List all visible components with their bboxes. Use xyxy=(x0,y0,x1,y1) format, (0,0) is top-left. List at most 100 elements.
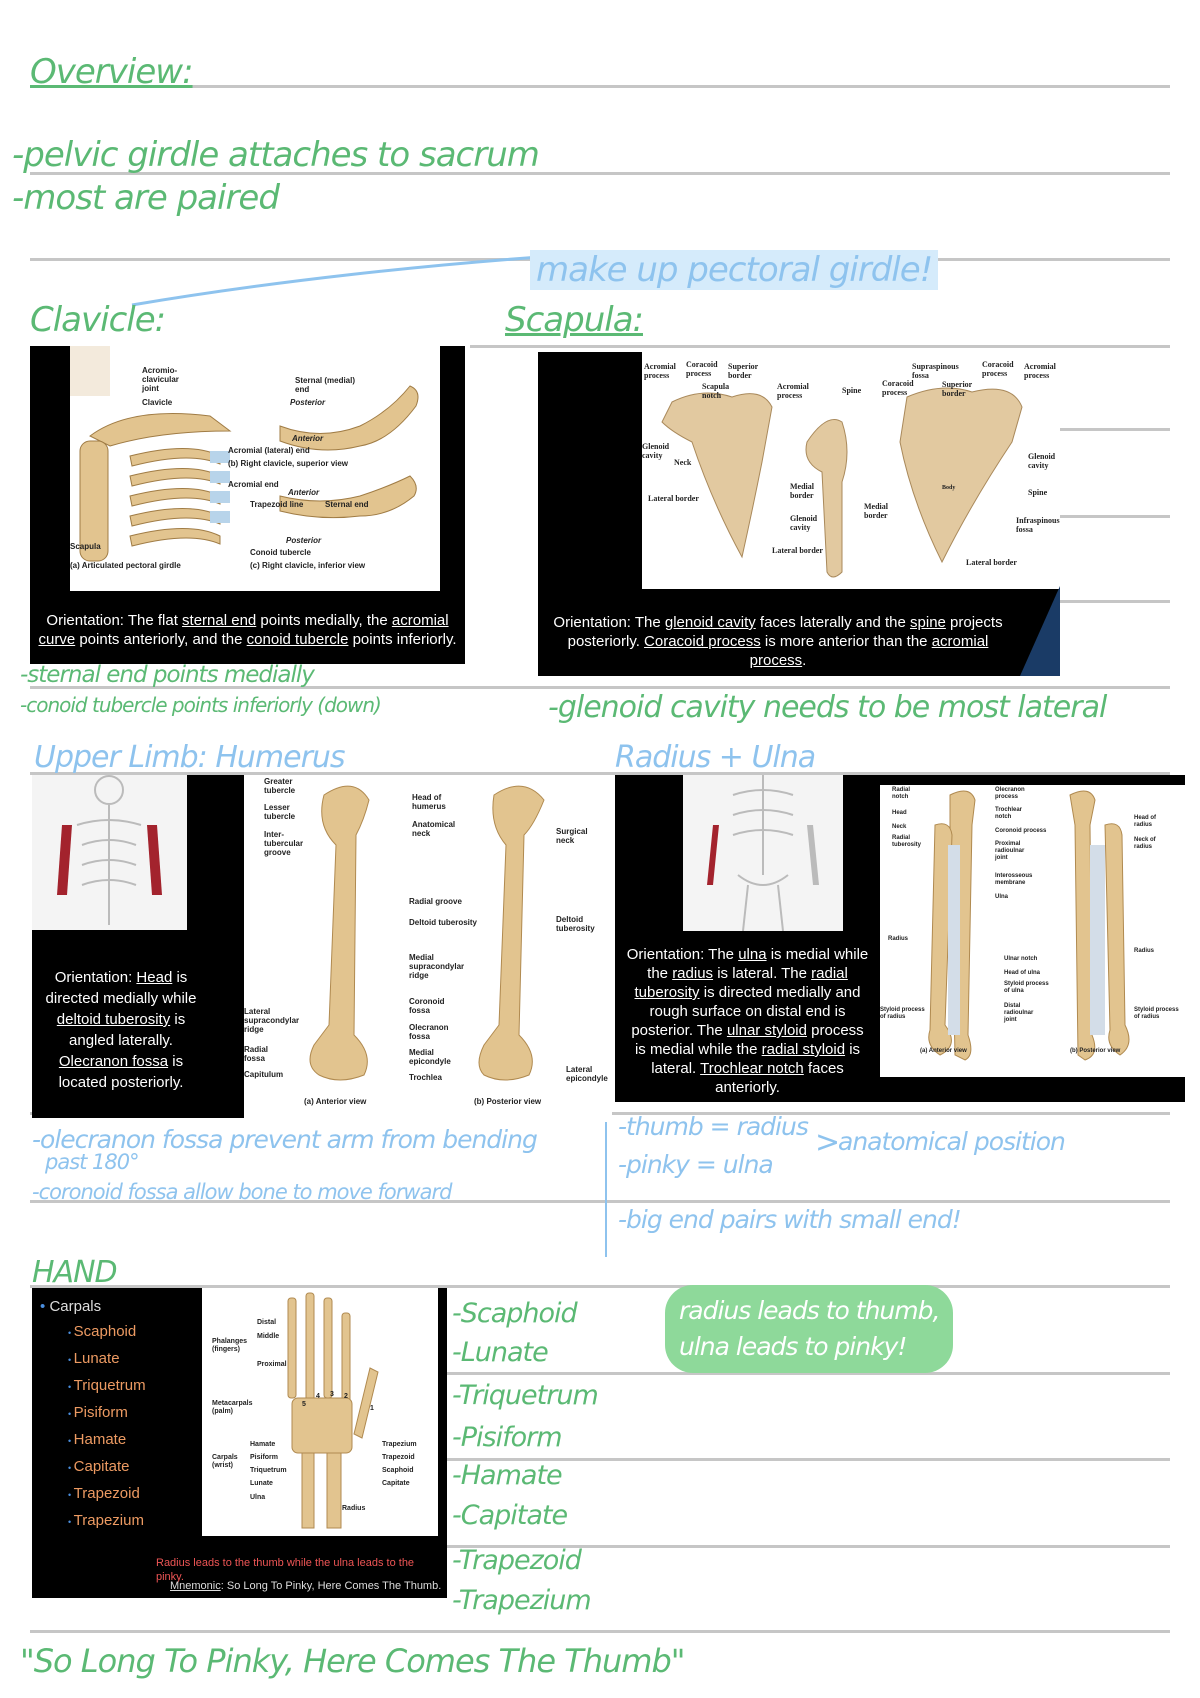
humerus-note: -coronoid fossa allow bone to move forwa… xyxy=(32,1180,452,1204)
hand-note: -Capitate xyxy=(452,1500,568,1531)
scapula-illustration xyxy=(661,387,1023,578)
hand-note: -Triquetrum xyxy=(452,1380,599,1411)
lbl-olecranon-process: Olecranon process xyxy=(995,787,1025,800)
lbl-metacarpals: Metacarpals (palm) xyxy=(212,1400,253,1415)
lbl-neck-of-radius: Neck of radius xyxy=(1134,837,1156,850)
carpal-item: • Scaphoid xyxy=(68,1323,137,1340)
clavicle-heading: Clavicle: xyxy=(30,300,166,340)
lbl-radial-fossa: Radial fossa xyxy=(244,1045,269,1063)
lbl-distal: Distal xyxy=(257,1319,277,1326)
humerus-slide: Greater tubercle Lesser tubercle Inter- … xyxy=(32,775,612,1118)
hand-caption-red: Radius leads to the thumb while the ulna… xyxy=(156,1557,415,1583)
lbl-styloid-process-radius-2: Styloid process of radius xyxy=(1134,1007,1179,1020)
lbl-phalanges: Phalanges (fingers) xyxy=(212,1338,248,1353)
humerus-caption: Orientation: Head is directed medially w… xyxy=(45,969,197,1091)
lbl-ulna: Ulna xyxy=(995,894,1009,900)
lbl-view-b: (b) Right clavicle, superior view xyxy=(228,459,349,468)
lbl-infraspinous-fossa: Infraspinous fossa xyxy=(1016,516,1060,534)
lbl-coracoid-process: Coracoid process xyxy=(686,360,718,378)
lbl-number: 5 xyxy=(302,1401,306,1408)
lbl-carpals-wrist: Carpals (wrist) xyxy=(212,1454,238,1469)
lbl-glenoid-cavity-3: Glenoid cavity xyxy=(1028,452,1056,470)
lbl-spine-2: Spine xyxy=(1028,488,1048,497)
lbl-number: 2 xyxy=(344,1393,348,1400)
lbl-radius: Radius xyxy=(888,936,909,942)
overview-heading: Overview: xyxy=(30,52,194,92)
lbl-proximal-radioulnar-joint: Proximal radioulnar joint xyxy=(995,841,1025,861)
lbl-acromial-process: Acromial process xyxy=(644,362,676,380)
lbl-number: 1 xyxy=(370,1405,374,1412)
radius-ulna-illustration xyxy=(928,790,1130,1061)
hand-note: -Lunate xyxy=(452,1337,549,1368)
humerus-figure: Greater tubercle Lesser tubercle Inter- … xyxy=(244,775,612,1118)
clavicle-note: -sternal end points medially xyxy=(20,662,315,688)
lbl-lesser-tubercle: Lesser tubercle xyxy=(264,803,296,821)
lbl-surgical-neck: Surgical neck xyxy=(556,827,588,845)
lbl-view-a: (a) Articulated pectoral girdle xyxy=(70,561,181,570)
lbl-glenoid-cavity-2: Glenoid cavity xyxy=(790,514,818,532)
lbl-lateral-border-3: Lateral border xyxy=(966,558,1017,567)
lbl-styloid-process-radius: Styloid process of radius xyxy=(880,1007,925,1020)
lbl-lateral-supracondylar-ridge: Lateral supracondylar ridge xyxy=(244,1007,300,1034)
lbl-distal-radioulnar-joint: Distal radioulnar joint xyxy=(1004,1003,1034,1023)
radius-ulna-note: anatomical position xyxy=(838,1127,1066,1156)
lbl-medial-supracondylar-ridge: Medial supracondylar ridge xyxy=(409,953,465,980)
slide-corner-decoration xyxy=(1020,586,1060,676)
lbl-spine: Spine xyxy=(842,386,862,395)
overview-bullet: -most are paired xyxy=(12,178,280,218)
lbl-ulnar-notch: Ulnar notch xyxy=(1004,956,1038,962)
clavicle-note: -conoid tubercle points inferiorly (down… xyxy=(20,693,382,717)
hand-mnemonic: Mnemonic: So Long To Pinky, Here Comes T… xyxy=(170,1580,442,1592)
lbl-body: Body xyxy=(942,485,956,491)
lbl-view-a: (a) Anterior view xyxy=(304,1097,367,1106)
scapula-caption: Orientation: The glenoid cavity faces la… xyxy=(553,614,1003,669)
lbl-capitulum: Capitulum xyxy=(244,1070,284,1079)
lbl-styloid-process-ulna: Styloid process of ulna xyxy=(1004,981,1049,994)
lbl-intertubercular-groove: Inter- tubercular groove xyxy=(264,830,304,857)
scapula-figure: Acromial process Coracoid process Superi… xyxy=(642,352,1060,589)
lbl-coronoid-fossa: Coronoid fossa xyxy=(409,997,445,1015)
lbl-coracoid-process-3: Coracoid process xyxy=(982,360,1014,378)
radius-ulna-caption: Orientation: The ulna is medial while th… xyxy=(626,946,869,1096)
lbl-anatomical-neck: Anatomical neck xyxy=(412,820,456,838)
mnemonic-quote: "So Long To Pinky, Here Comes The Thumb" xyxy=(20,1642,685,1680)
forearm-body-figure xyxy=(683,775,843,931)
carpals-list-title: • Carpals xyxy=(40,1298,102,1315)
carpal-item: • Triquetrum xyxy=(68,1377,146,1394)
skeleton-forearm-highlight xyxy=(707,775,819,931)
lbl-acromial-process-3: Acromial process xyxy=(1024,362,1056,380)
scapula-note: -glenoid cavity needs to be most lateral xyxy=(548,690,1107,725)
lbl-coracoid-process-2: Coracoid process xyxy=(882,379,914,397)
lbl-trochlear-notch: Trochlear notch xyxy=(995,807,1023,820)
pectoral-arrow xyxy=(131,255,541,307)
lbl-lateral-border: Lateral border xyxy=(648,494,699,503)
lbl-hamate: Hamate xyxy=(250,1441,276,1448)
lbl-acromial-lateral-end: Acromial (lateral) end xyxy=(228,446,310,455)
overview-bullet: -pelvic girdle attaches to sacrum xyxy=(12,135,540,175)
lbl-conoid-tubercle: Conoid tubercle xyxy=(250,548,311,557)
lbl-lateral-epicondyle: Lateral epicondyle xyxy=(566,1065,608,1083)
lbl-sternal-medial-end: Sternal (medial) end xyxy=(295,376,356,394)
lbl-radial-tuberosity: Radial tuberosity xyxy=(892,835,922,848)
lbl-proximal: Proximal xyxy=(257,1361,287,1368)
lbl-middle: Middle xyxy=(257,1333,280,1340)
lbl-radius-2: Radius xyxy=(1134,948,1155,954)
hand-note: -Hamate xyxy=(452,1460,563,1491)
hand-note: -Trapezoid xyxy=(452,1545,582,1576)
lbl-anterior-2: Anterior xyxy=(288,488,320,497)
lbl-triquetrum: Triquetrum xyxy=(250,1467,287,1474)
carpal-item: • Hamate xyxy=(68,1431,127,1448)
lbl-capitate: Capitate xyxy=(382,1480,410,1487)
lbl-number: 3 xyxy=(330,1391,334,1398)
lbl-glenoid-cavity: Glenoid cavity xyxy=(642,442,670,460)
lbl-pisiform: Pisiform xyxy=(250,1454,279,1461)
lbl-trapezoid-line: Trapezoid line xyxy=(250,500,304,509)
humerus-body-figure xyxy=(32,775,187,930)
lbl-head-of-humerus: Head of humerus xyxy=(412,793,446,811)
lbl-trapezoid: Trapezoid xyxy=(382,1454,415,1461)
hand-heading: HAND xyxy=(32,1255,118,1290)
lbl-medial-border: Medial border xyxy=(790,482,814,500)
lbl-head: Head xyxy=(892,810,907,816)
lbl-trapezium: Trapezium xyxy=(382,1441,417,1448)
lbl-lunate: Lunate xyxy=(250,1480,273,1487)
